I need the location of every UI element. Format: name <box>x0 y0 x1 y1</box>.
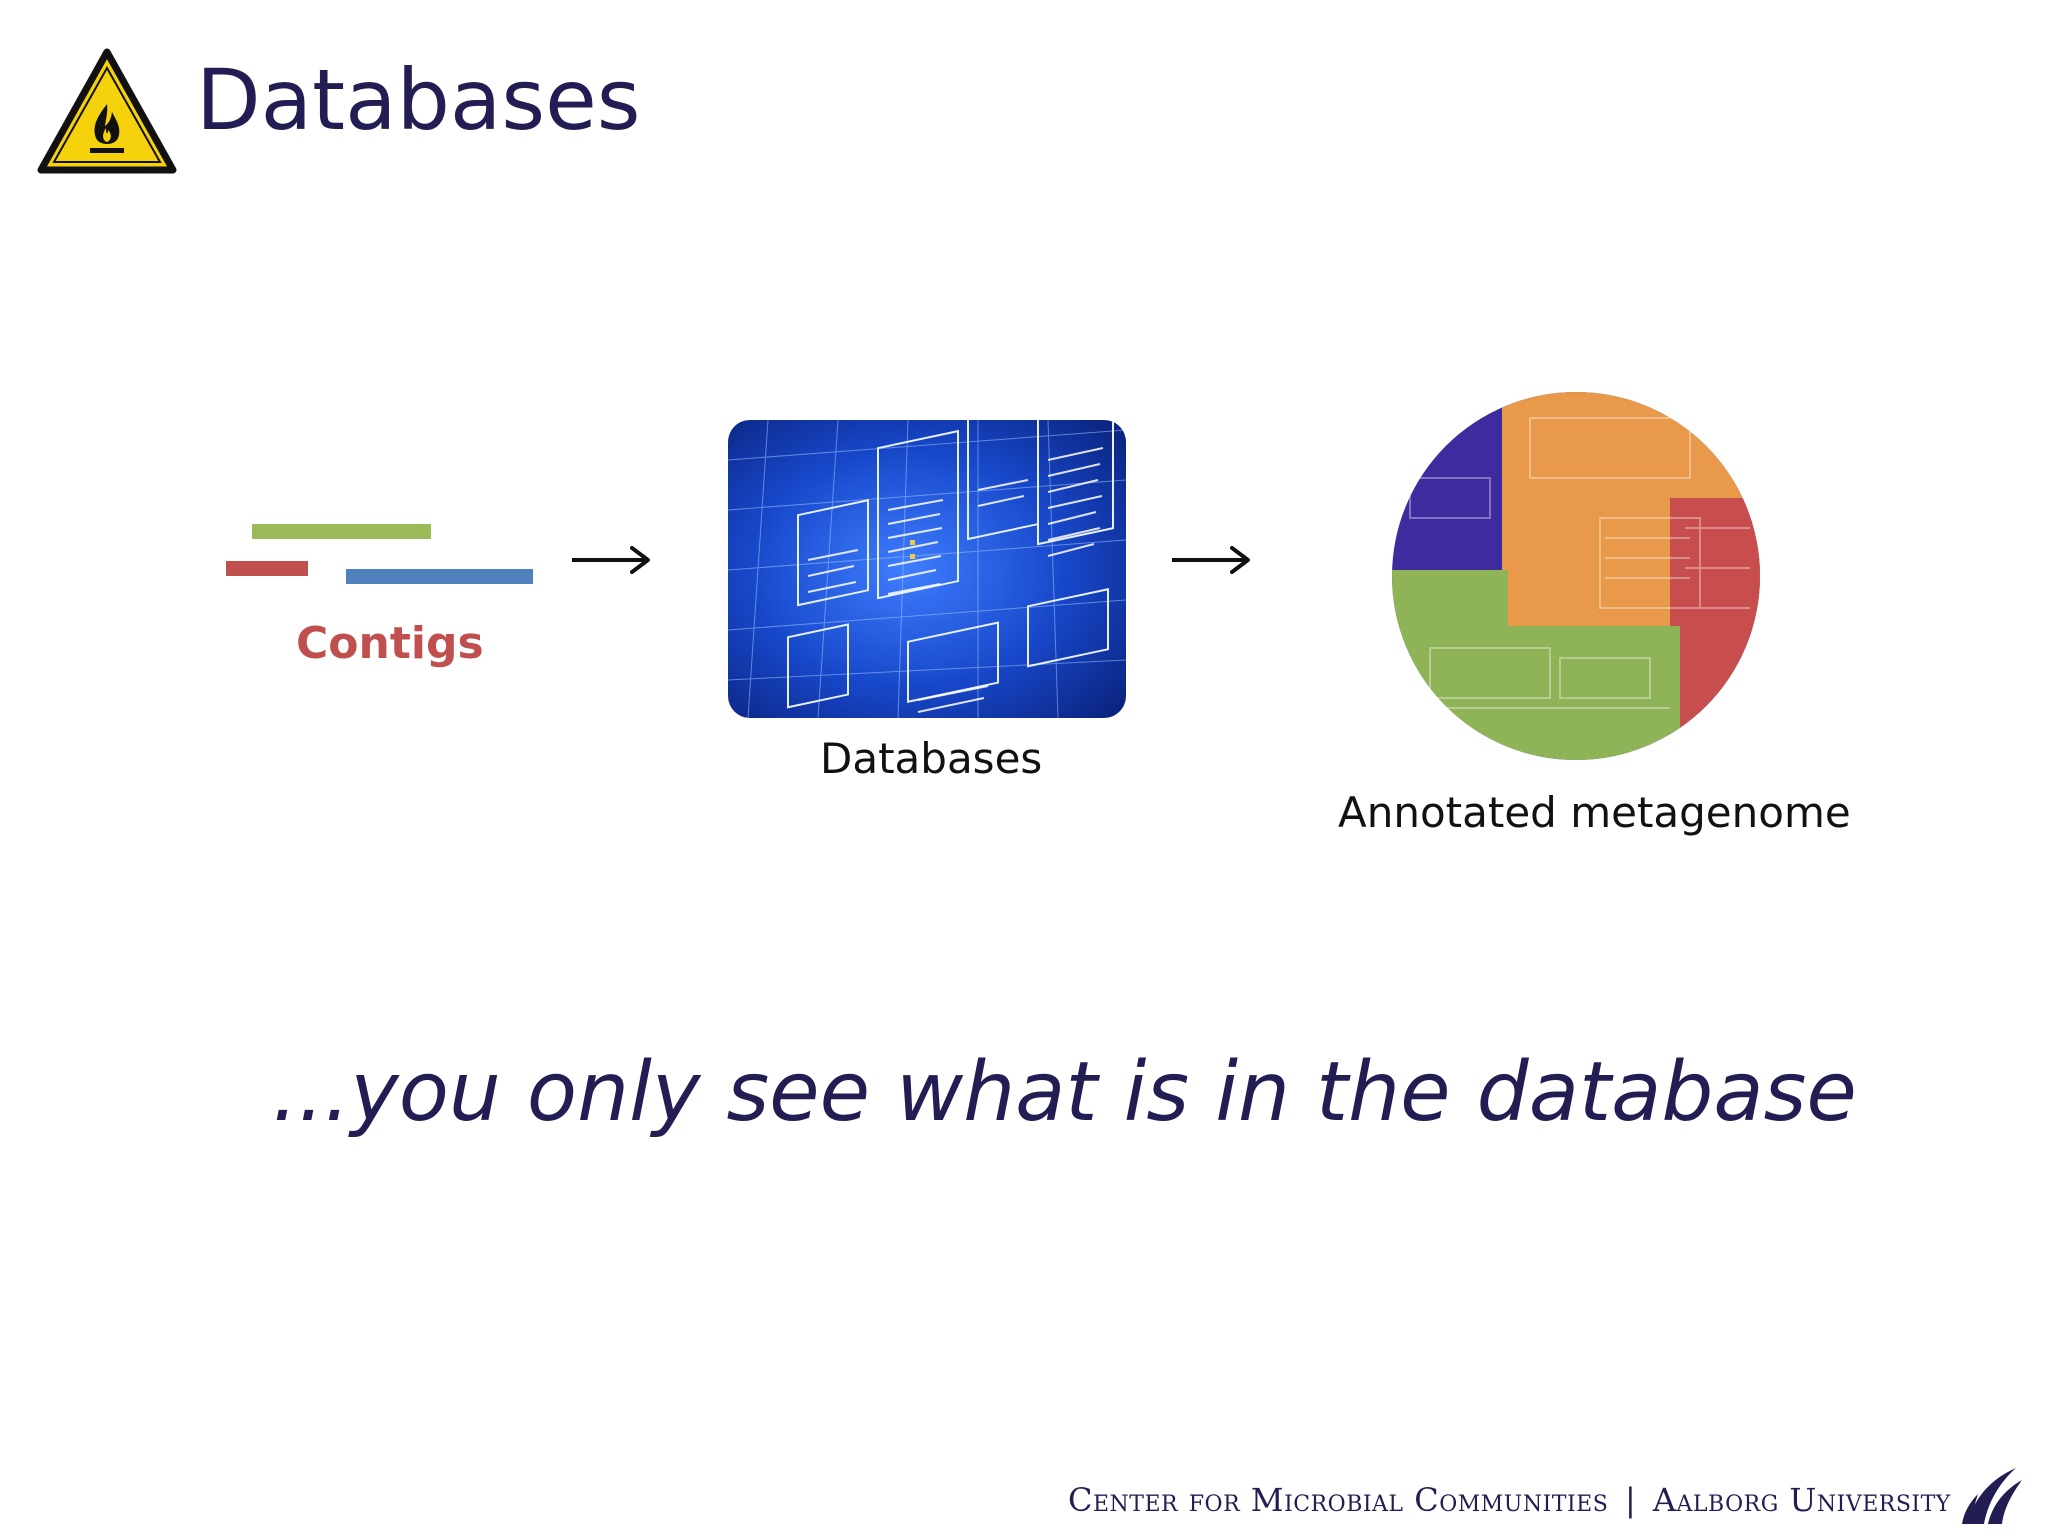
footer-separator: | <box>1624 1481 1637 1519</box>
database-label: Databases <box>820 734 1043 783</box>
slide-tagline: ...you only see what is in the database <box>272 1045 1857 1140</box>
annotated-metagenome-label: Annotated metagenome <box>1338 788 1851 837</box>
flammable-warning-icon <box>37 48 177 174</box>
aau-logo-icon <box>1962 1468 2022 1524</box>
contig-bar-blue <box>346 569 533 584</box>
arrow-right-icon <box>1172 546 1250 574</box>
contig-bar-red <box>226 561 308 576</box>
contigs-label: Contigs <box>296 618 484 669</box>
slide-title: Databases <box>196 51 641 149</box>
arrow-right-icon <box>572 546 650 574</box>
contig-bar-green <box>252 524 431 539</box>
footer-center-name: Center for Microbial Communities <box>1068 1481 1609 1519</box>
footer-university-name: Aalborg University <box>1652 1481 1951 1519</box>
annotated-metagenome-circle-image <box>1392 392 1760 760</box>
footer-affiliation: Center for Microbial Communities | Aalbo… <box>1068 1484 1951 1516</box>
database-schema-image <box>728 420 1126 718</box>
